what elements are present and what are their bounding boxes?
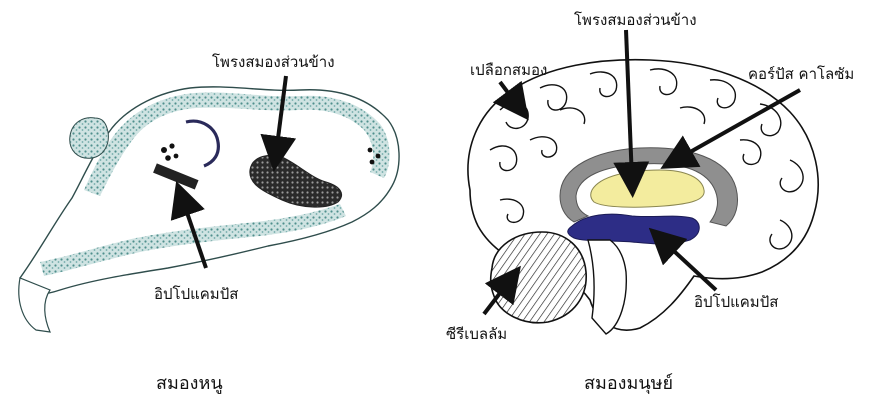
human-corpus-callosum-label: คอร์ปัส คาโลซัม bbox=[748, 62, 854, 86]
rat-olfactory-bulb bbox=[70, 118, 109, 159]
rat-hippocampus-label: อิปโปแคมปัส bbox=[154, 282, 238, 306]
human-cerebellum bbox=[491, 232, 587, 323]
human-brain-caption: สมองมนุษย์ bbox=[584, 368, 673, 397]
rat-ventricle-label: โพรงสมองส่วนข้าง bbox=[212, 50, 335, 74]
human-hippocampus-label: อิปโปแคมปัส bbox=[694, 290, 778, 314]
rat-brain-caption: สมองหนู bbox=[156, 368, 223, 397]
human-ventricle-label: โพรงสมองส่วนข้าง bbox=[574, 8, 697, 32]
human-cortex-label: เปลือกสมอง bbox=[470, 58, 547, 82]
human-cerebellum-label: ซีรีเบลลัม bbox=[446, 322, 507, 346]
